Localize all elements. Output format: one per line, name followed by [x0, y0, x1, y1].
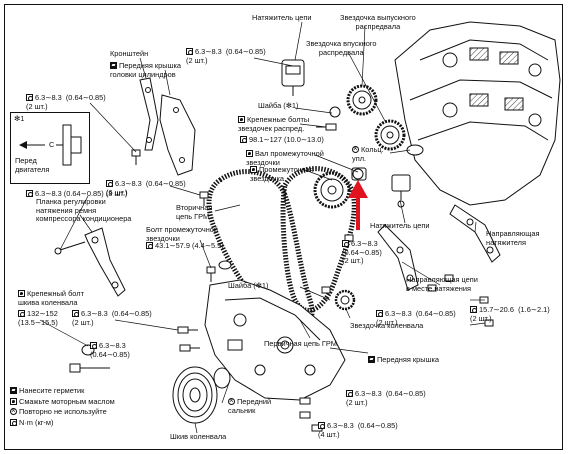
torque-icon	[346, 390, 353, 397]
torque-icon	[470, 306, 477, 313]
label-torque-cam-bolts: 98.1∼127 (10.0∼13.0)	[240, 135, 324, 145]
chain-tensioner-top	[281, 59, 341, 118]
torque-icon	[318, 422, 325, 429]
label-primary-chain: Первичная цепь ГРМ	[264, 339, 337, 348]
chain-tension-guide	[377, 224, 419, 291]
label-torque-tensioner-top: 6.3∼8.3 (0.64∼0.85) (2 шт.)	[186, 47, 266, 65]
sealant-icon	[368, 356, 375, 363]
label-o-ring: Кольц. упл.	[352, 144, 384, 163]
legend-item-no-reuse: Повторно не используйте	[10, 406, 150, 418]
oil-icon	[246, 150, 253, 157]
label-tension-guide: Направляющая цепи в месте натяжения	[406, 275, 478, 293]
torque-icon	[90, 342, 97, 349]
no-reuse-icon	[352, 144, 359, 154]
cam-sprockets	[346, 84, 424, 156]
oil-icon	[238, 116, 245, 123]
label-idler-bolt: Болт промежуточной звездочки	[146, 225, 219, 243]
diagram-frame	[4, 4, 563, 450]
torque-icon	[240, 136, 247, 143]
inset-drawing	[19, 124, 82, 166]
label-chain-tensioner-right: Натяжитель цепи	[370, 221, 430, 230]
crank-sprocket-drawing	[334, 289, 356, 311]
chain-tensioner-right-drawing	[391, 174, 411, 208]
sealant-icon	[10, 387, 17, 394]
inset-direction: Перед двигателя	[15, 156, 50, 174]
oil-icon	[250, 166, 257, 173]
ac-bracket-drawing	[54, 227, 126, 297]
front-head-cover-drawing	[159, 94, 196, 176]
label-intake-sprocket: Звездочка впускного распредвала	[306, 39, 377, 57]
label-torque-guide-right: 15.7∼20.6 (1.6∼2.1) (2 шт.)	[470, 305, 550, 323]
label-torque-mid-left: 6.3∼8.3 (0.64∼0.85) (6 шт.)	[106, 179, 186, 197]
bracket-drawing	[139, 77, 159, 151]
orientation-inset: ✻1 C Перед двигателя	[10, 112, 90, 184]
label-torque-front-cover2: 6.3∼8.3 (0.64∼0.85) (4 шт.)	[318, 421, 398, 439]
label-guide-right: Направляющая натяжителя	[486, 229, 540, 247]
label-crank-pulley-bolt: Крепежный болт шкива коленвала	[18, 289, 84, 307]
label-washer-bottom: Шайба (✻1)	[228, 281, 269, 290]
label-torque-crank-bolt2: 6.3∼8.3 (0.64∼0.85) (2 шт.)	[72, 309, 152, 327]
label-exhaust-sprocket: Звездочка выпускного распредвала	[340, 13, 416, 31]
sealant-icon	[110, 62, 117, 69]
torque-icon	[26, 94, 33, 101]
cylinder-head	[394, 21, 561, 206]
label-chain-tensioner-top: Натяжитель цепи	[252, 13, 312, 22]
torque-icon	[72, 310, 79, 317]
label-torque-bottom-left: 6.3∼8.3 (0.64∼0.85)	[90, 341, 130, 359]
inset-note: ✻1	[14, 114, 25, 123]
front-cover-drawing	[204, 279, 346, 401]
label-front-seal: Передний сальник	[228, 396, 271, 415]
label-torque-idler-bolt: 43.1∼57.9 (4.4∼5.9)	[146, 241, 224, 251]
label-crank-pulley: Шкив коленвала	[170, 432, 227, 441]
label-cam-sprocket-bolts: Крепежные болты звездочек распред.	[238, 115, 310, 133]
label-torque-head-cover: 6.3∼8.3 (0.64∼0.85) (2 шт.)	[26, 93, 106, 111]
label-washer-top: Шайба (✻1)	[258, 101, 299, 110]
no-reuse-icon	[10, 406, 17, 416]
label-front-cover: Передняя крышка	[368, 355, 439, 365]
torque-icon	[146, 242, 153, 249]
legend: Нанесите герметик Смажьте моторным масло…	[10, 386, 150, 428]
label-front-head-cover: Передняя крышка головки цилиндров	[110, 61, 182, 79]
red-arrow	[348, 180, 368, 230]
torque-icon	[186, 48, 193, 55]
torque-icon	[26, 190, 33, 197]
label-idler-sprocket: Промежуточная звездочка	[250, 165, 314, 183]
oil-icon	[10, 397, 17, 405]
torque-icon	[18, 310, 25, 317]
label-ac-bracket: Планка регулировки натяжения ремня компр…	[36, 197, 132, 223]
torque-icon	[10, 418, 17, 426]
legend-item-torque: N·m (кг-м)	[10, 418, 150, 429]
legend-item-oil: Смажьте моторным маслом	[10, 397, 150, 408]
torque-icon	[376, 310, 383, 317]
label-torque-tensioner-right: 6.3∼8.3 (0.64∼0.85) (2 шт.)	[342, 239, 382, 265]
legend-item-sealant: Нанесите герметик	[10, 386, 150, 397]
label-torque-tension-guide: 6.3∼8.3 (0.64∼0.85) (2 шт.)	[376, 309, 456, 327]
label-torque-front-cover1: 6.3∼8.3 (0.64∼0.85) (2 шт.)	[346, 389, 426, 407]
oil-icon	[18, 290, 25, 297]
inset-letter: C	[49, 140, 55, 149]
label-idler-shaft: Вал промежуточной звездочки	[246, 149, 324, 167]
tensioner-guide-right	[449, 204, 501, 263]
label-bracket: Кронштейн	[110, 49, 149, 58]
no-reuse-icon	[228, 396, 235, 406]
label-secondary-chain: Вторичная цепь ГРМ	[176, 203, 213, 221]
label-crank-sprocket: Звездочка коленвала	[350, 321, 424, 330]
label-torque-ac-bracket: 6.3∼8.3 (0.64∼0.85) (3 шт.)	[26, 189, 127, 199]
torque-icon	[342, 240, 349, 247]
leader-lines	[39, 21, 486, 434]
torque-icon	[106, 180, 113, 187]
crank-pulley-drawing	[172, 366, 231, 424]
label-torque-crank-bolt: 132∼152 (13.5∼15.5)	[18, 309, 58, 327]
